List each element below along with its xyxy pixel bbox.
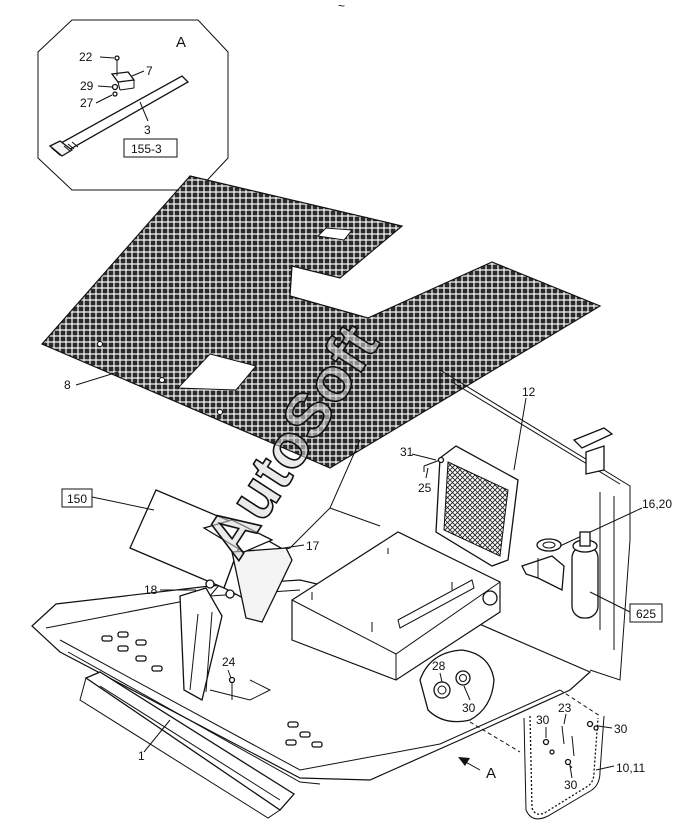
callout-8: 8 bbox=[64, 378, 71, 392]
console-box bbox=[291, 531, 501, 681]
callout-12: 12 bbox=[522, 385, 536, 399]
cylinder-part-625 bbox=[571, 531, 599, 619]
callout-23: 23 bbox=[558, 701, 572, 715]
callout-31: 31 bbox=[400, 445, 414, 459]
rod-part-3 bbox=[50, 75, 190, 156]
screw-part-25 bbox=[423, 459, 441, 472]
boxed-ref-150-text: 150 bbox=[67, 492, 87, 506]
washer-part-31 bbox=[437, 456, 445, 464]
detail-ref-box-text: 155-3 bbox=[131, 142, 162, 156]
callout-30-d: 30 bbox=[564, 778, 578, 792]
detail-view-letter: A bbox=[176, 34, 186, 51]
detail-label-22: 22 bbox=[79, 50, 93, 64]
callout-16-20: 16,20 bbox=[642, 497, 672, 511]
nut-part-27 bbox=[112, 91, 118, 97]
detail-label-27: 27 bbox=[80, 96, 94, 110]
seat-bracket-part-150 bbox=[129, 489, 293, 701]
floor-mat-part-8 bbox=[41, 175, 602, 469]
view-arrow-a bbox=[458, 757, 481, 771]
detail-view-a: A 22 7 29 27 3 155-3 bbox=[37, 19, 229, 191]
callout-24: 24 bbox=[222, 655, 236, 669]
vent-grill-part-12 bbox=[435, 445, 519, 567]
top-mark: ~ bbox=[338, 0, 345, 13]
boxed-ref-150 bbox=[61, 488, 93, 508]
washer-part-29 bbox=[111, 83, 119, 91]
detail-ref-box bbox=[123, 138, 178, 158]
detail-label-29: 29 bbox=[80, 79, 94, 93]
boxed-ref-625-text: 625 bbox=[636, 607, 656, 621]
callout-30-c: 30 bbox=[614, 722, 628, 736]
bracket-part-7 bbox=[110, 71, 136, 83]
view-arrow-letter: A bbox=[486, 765, 496, 782]
callout-30-a: 30 bbox=[462, 701, 476, 715]
chain-bracket-part-10-11 bbox=[523, 715, 605, 820]
callout-30-b: 30 bbox=[536, 713, 550, 727]
callout-1: 1 bbox=[138, 749, 145, 763]
hub-plate-part-28 bbox=[419, 649, 495, 723]
detail-label-7: 7 bbox=[146, 64, 153, 78]
detail-label-3: 3 bbox=[144, 123, 151, 137]
rod-end bbox=[48, 140, 74, 157]
callout-25: 25 bbox=[418, 481, 432, 495]
callout-17: 17 bbox=[306, 539, 320, 553]
floor-holes bbox=[101, 631, 323, 748]
boxed-ref-625 bbox=[629, 603, 663, 623]
callout-18: 18 bbox=[144, 583, 158, 597]
callout-10-11: 10,11 bbox=[616, 761, 645, 775]
callout-28: 28 bbox=[432, 659, 446, 673]
bolt-part-24 bbox=[228, 676, 236, 700]
front-step-part-1 bbox=[79, 671, 295, 819]
clamp-bracket-part-16-20 bbox=[521, 538, 565, 592]
